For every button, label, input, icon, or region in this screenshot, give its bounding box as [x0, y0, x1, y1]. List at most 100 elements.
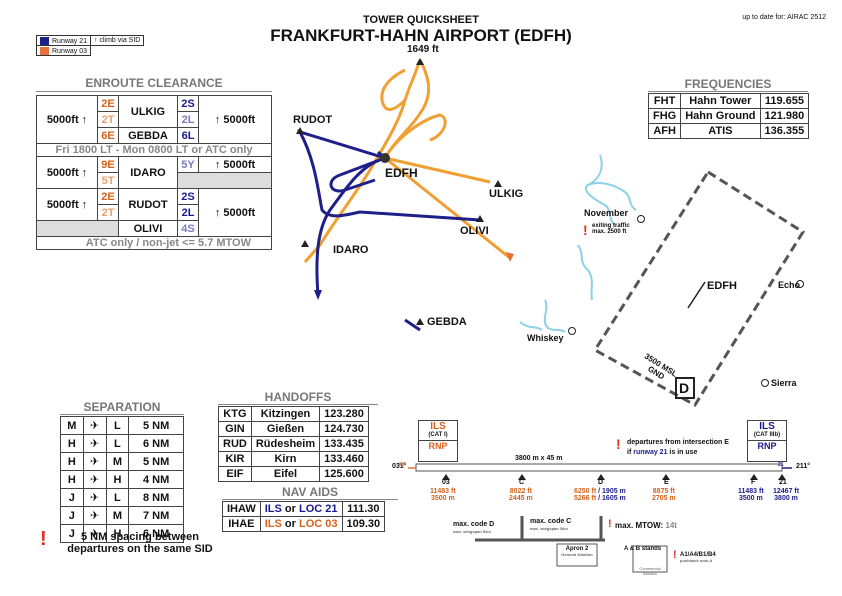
rudot-marker [296, 127, 304, 134]
idaro-arrow-icon [314, 290, 322, 300]
sep-leader: H [60, 452, 84, 471]
taxiway-f-marker [750, 474, 758, 480]
runway-diagram [408, 463, 792, 573]
airac-note: up to date for: AIRAC 2512 [742, 14, 826, 21]
ils-cat3-box: ILS (CAT IIIb) RNP [747, 420, 787, 462]
sid-code: 5Y [177, 156, 199, 173]
sid-code: 2E [97, 188, 119, 205]
handoff-freq: 133.435 [319, 436, 369, 452]
sierra-marker [761, 379, 769, 387]
handoffs-title: HANDOFFS [264, 390, 332, 404]
sid-code: 2E [97, 95, 119, 112]
plane-icon: ✈ [82, 506, 107, 525]
sid-code: 4S [177, 220, 199, 237]
sep-follower: M [105, 506, 130, 525]
sep-distance: 4 NM [128, 470, 184, 489]
plane-icon: ✈ [82, 434, 107, 453]
river-lines [519, 154, 637, 333]
reporting-points [568, 215, 804, 387]
ab-stands-label: A & B stands [624, 546, 662, 552]
navaid-type: ILS or LOC 03 [259, 516, 343, 532]
point-03-label: 03 [442, 479, 450, 486]
sep-leader: J [60, 506, 84, 525]
whiskey-marker [568, 327, 576, 335]
point-f-label: F [751, 479, 756, 486]
taxiway-21-marker [778, 474, 786, 480]
field-elevation: 1649 ft [407, 44, 439, 55]
handoff-freq: 123.280 [319, 406, 369, 422]
warning-icon: ! [583, 222, 588, 238]
runway-strip [415, 463, 783, 472]
runway-dims: 3800 m x 45 m [515, 455, 563, 462]
handoff-name: Kirn [250, 451, 321, 467]
enroute-title: ENROUTE CLEARANCE [85, 76, 223, 90]
sep-distance: 5 NM [128, 416, 184, 435]
freq-value: 136.355 [759, 123, 810, 139]
cat-label: (CAT IIIb) [753, 432, 781, 438]
plane-icon: ✈ [82, 524, 107, 543]
taxiway-e-marker [662, 474, 670, 480]
freq-name: ATIS [680, 123, 761, 139]
edfh-marker [380, 153, 390, 163]
freq-name: Hahn Ground [680, 108, 761, 124]
taxiway-c-marker [518, 474, 526, 480]
handoff-id: EIF [218, 466, 252, 482]
idaro-label: IDARO [333, 244, 369, 256]
sep-follower: L [105, 434, 130, 453]
navaid-type: ILS or LOC 21 [259, 501, 343, 517]
navaid-id: IHAE [222, 516, 261, 532]
sierra-label: Sierra [771, 378, 797, 388]
november-label: November [584, 208, 629, 218]
handoff-freq: 125.600 [319, 466, 369, 482]
taxiway-d-marker [597, 474, 605, 480]
sep-distance: 8 NM [128, 488, 184, 507]
rwy03-swatch [40, 46, 49, 55]
handoff-name: Kitzingen [250, 406, 321, 422]
sep-distance: 6 NM [128, 524, 184, 543]
sid-code: 2S [177, 188, 199, 205]
enroute-alt: ↑ 5000ft [198, 95, 272, 144]
point-21-label: 21 [779, 479, 787, 486]
fix-rudot: RUDOT [118, 188, 178, 221]
runway-legend: Runway 21 ↑ climb via SID Runway 03 [35, 35, 145, 56]
sep-leader: H [60, 470, 84, 489]
sep-distance: 5 NM [128, 452, 184, 471]
freq-id: FHG [647, 108, 682, 124]
mtow-note: max. MTOW: 14t [615, 521, 677, 530]
navaids-title: NAV AIDS [281, 485, 338, 499]
edfh-label: EDFH [385, 166, 418, 180]
sep-follower: M [105, 452, 130, 471]
enroute-note: ATC only / non-jet <= 5.7 MTOW [36, 236, 272, 250]
ab-stands-box [632, 545, 668, 573]
separation-title: SEPARATION [83, 400, 161, 414]
fix-gebda: GEBDA [118, 127, 178, 144]
end-21-label: 21 [778, 462, 784, 468]
freq-id: AFH [647, 123, 682, 139]
rudot-label: RUDOT [293, 114, 333, 126]
echo-marker [796, 280, 804, 288]
plane-icon: ✈ [82, 416, 107, 435]
fix-ulkig: ULKIG [118, 95, 178, 128]
idaro-marker [301, 240, 309, 247]
intersection-note: departures from intersection E if runway… [627, 439, 729, 456]
navaid-id: IHAW [222, 501, 261, 517]
sid-code: 9E [97, 156, 119, 173]
whiskey-label: Whiskey [527, 333, 564, 343]
plane-icon: ✈ [82, 452, 107, 471]
handoff-name: Rüdesheim [250, 436, 321, 452]
handoff-id: GIN [218, 421, 252, 437]
warning-icon: ! [608, 518, 612, 530]
heading-right: 211° [796, 463, 811, 470]
ctr-boundary [592, 169, 806, 407]
ab-stands-sub: Commercial Aviation [639, 566, 661, 576]
warning-icon: ! [616, 436, 621, 452]
echo-label: Echo [778, 280, 801, 290]
